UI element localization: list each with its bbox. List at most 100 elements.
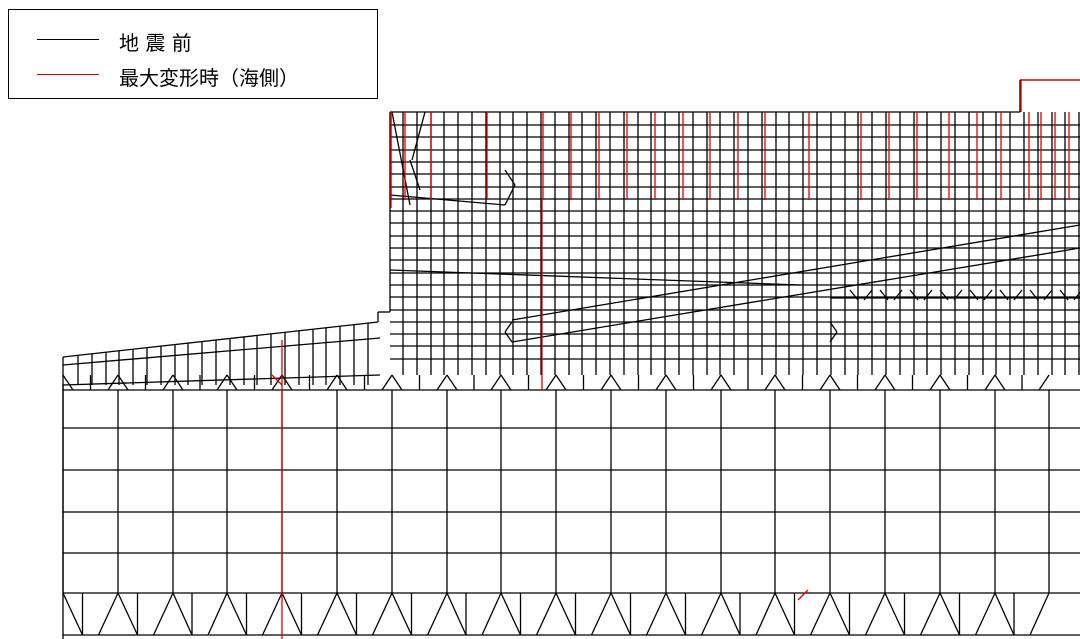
mesh-transition-edge <box>721 593 740 635</box>
mesh-transition-edge <box>392 593 412 635</box>
mesh-transition-edge <box>756 593 775 635</box>
deformed-mesh-line <box>798 590 808 600</box>
mesh-transition-edge <box>864 290 872 300</box>
mesh-transition-edge <box>373 593 393 635</box>
mesh-transition-edge <box>546 375 556 390</box>
mesh-transition-edge <box>765 375 775 390</box>
mesh-transition-edge <box>337 593 357 635</box>
legend-label-before: 地 震 前 <box>119 31 192 55</box>
mesh-transition-edge <box>866 593 886 635</box>
mesh-transition-edge <box>940 593 960 635</box>
mesh-transition-edge <box>382 375 392 390</box>
legend-line-red <box>37 74 99 75</box>
mesh-transition-edge <box>885 375 895 390</box>
mesh-transition-edge <box>99 593 119 635</box>
mesh-transition-edge <box>491 375 501 390</box>
mesh-transition-edge <box>592 593 612 635</box>
mesh-transition-edge <box>647 593 667 635</box>
mesh-transition-edge <box>702 593 722 635</box>
mesh-transition-edge <box>830 375 840 390</box>
legend: 地 震 前 最大変形時（海側） <box>8 9 378 99</box>
mesh-transition-edge <box>995 375 1005 390</box>
mesh-edge <box>410 160 420 190</box>
mesh-transition-edge <box>1030 290 1038 300</box>
mesh-transition-edge <box>940 375 950 390</box>
mesh-transition-edge <box>656 375 666 390</box>
mesh-transition-edge <box>1039 375 1049 390</box>
mesh-transition-edge <box>63 375 73 390</box>
mesh-transition-edge <box>1030 593 1049 635</box>
mesh-transition-edge <box>318 593 338 635</box>
mesh-transition-edge <box>820 375 830 390</box>
mesh-transition-edge <box>666 375 676 390</box>
mesh-transition-edge <box>163 375 173 390</box>
mesh-transition-edge <box>924 290 932 300</box>
mesh-edge <box>390 195 505 205</box>
mesh-max-deformation-seaward <box>272 80 1080 639</box>
mesh-edge <box>412 112 425 160</box>
mesh-transition-edge <box>1044 290 1052 300</box>
mesh-transition-edge <box>556 375 566 390</box>
mesh-transition-edge <box>447 593 466 635</box>
mesh-transition-edge <box>227 593 247 635</box>
mesh-transition-edge <box>984 290 992 300</box>
mesh-transition-edge <box>556 593 576 635</box>
mesh-transition-edge <box>447 375 457 390</box>
mesh-transition-edge <box>910 290 918 300</box>
mesh-edge <box>505 170 515 185</box>
mesh-transition-edge <box>711 375 721 390</box>
mesh-before-earthquake <box>63 80 1080 639</box>
deformed-mesh-line <box>272 375 282 385</box>
legend-line-black <box>37 39 99 40</box>
legend-item-before: 地 震 前 <box>9 25 377 55</box>
mesh-transition-edge <box>775 593 795 635</box>
mesh-transition-edge <box>208 593 227 635</box>
ground-surface <box>63 322 378 357</box>
mesh-transition-edge <box>1060 290 1068 300</box>
mesh-edge <box>505 185 515 205</box>
mesh-transition-edge <box>954 290 962 300</box>
mesh-transition-edge <box>173 593 192 635</box>
mesh-transition-edge <box>1000 290 1008 300</box>
legend-item-after: 最大変形時（海側） <box>9 60 377 90</box>
mesh-transition-edge <box>611 375 621 390</box>
mesh-transition-edge <box>721 375 731 390</box>
mesh-transition-edge <box>227 375 237 390</box>
mesh-transition-edge <box>775 375 785 390</box>
mesh-edge <box>830 322 837 332</box>
mesh-transition-edge <box>1014 290 1022 300</box>
mesh-transition-edge <box>830 593 850 635</box>
mesh-transition-edge <box>327 375 337 390</box>
mesh-interface-line <box>512 248 1080 342</box>
mesh-transition-edge <box>482 593 501 635</box>
mesh-transition-edge <box>63 593 83 635</box>
mesh-transition-edge <box>985 375 995 390</box>
mesh-transition-edge <box>666 593 686 635</box>
mesh-transition-edge <box>501 593 521 635</box>
mesh-edge <box>505 332 512 342</box>
mesh-transition-edge <box>337 375 347 390</box>
mesh-transition-edge <box>118 593 138 635</box>
mesh-transition-edge <box>850 290 858 300</box>
mesh-transition-edge <box>282 593 302 635</box>
mesh-row-line <box>63 338 380 365</box>
mesh-transition-edge <box>875 375 885 390</box>
mesh-transition-edge <box>894 290 902 300</box>
mesh-transition-edge <box>976 593 996 635</box>
mesh-transition-edge <box>940 290 948 300</box>
mesh-transition-edge <box>601 375 611 390</box>
mesh-edge <box>505 322 512 332</box>
mesh-row-line <box>63 375 380 385</box>
mesh-transition-edge <box>1074 290 1080 300</box>
mesh-transition-edge <box>263 593 283 635</box>
mesh-transition-edge <box>930 375 940 390</box>
mesh-transition-edge <box>921 593 941 635</box>
mesh-transition-edge <box>537 593 557 635</box>
mesh-edge <box>392 112 410 205</box>
mesh-transition-edge <box>154 593 174 635</box>
mesh-interface-line <box>390 270 800 285</box>
mesh-transition-edge <box>811 593 831 635</box>
mesh-transition-edge <box>437 375 447 390</box>
legend-label-after: 最大変形時（海側） <box>119 66 299 90</box>
